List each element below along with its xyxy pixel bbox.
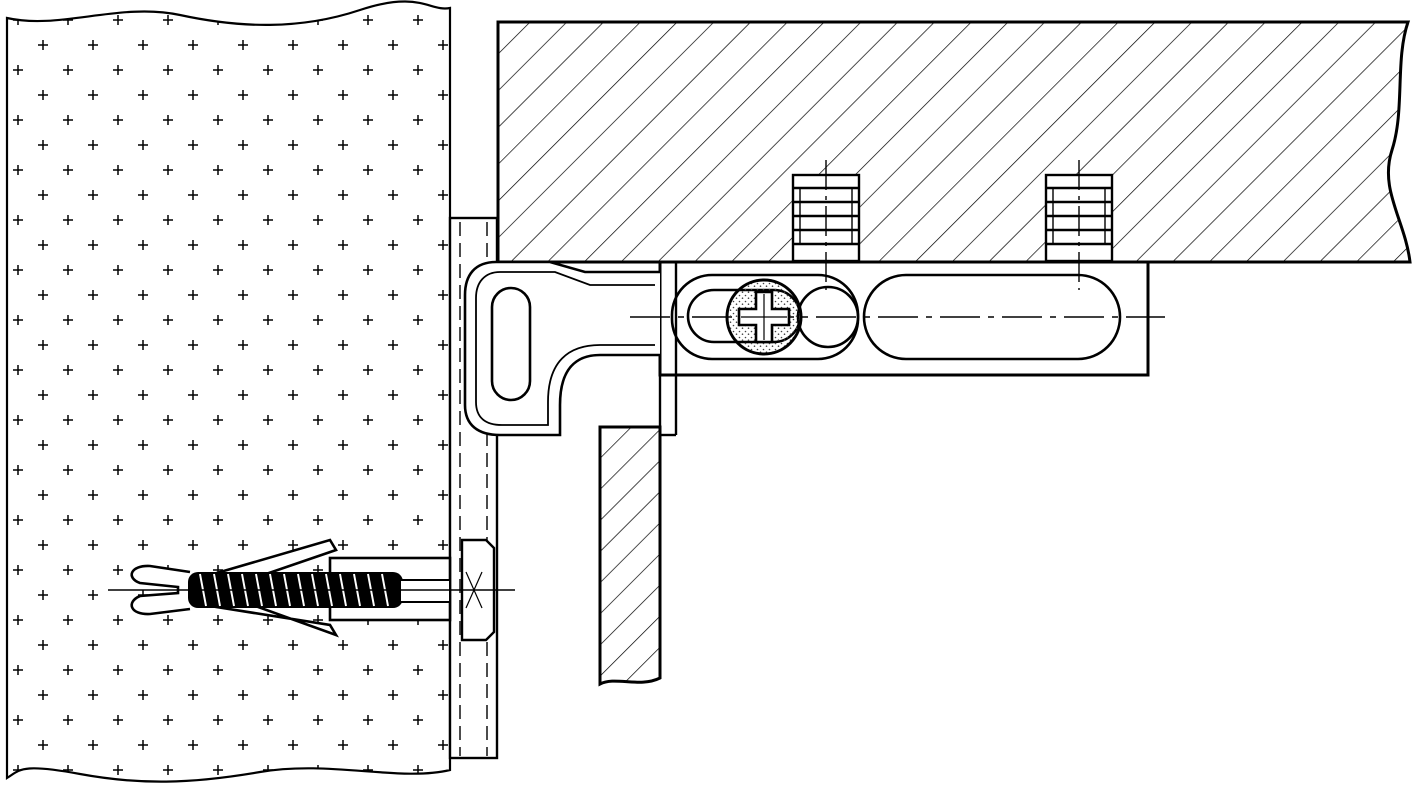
adjustment-screw (725, 278, 803, 356)
hanger-bracket (463, 260, 1165, 437)
wall (5, 0, 452, 783)
cabinet-dowel-rear (1044, 160, 1114, 290)
side-panel (598, 425, 662, 687)
cabinet-dowel-front (791, 160, 861, 290)
wall-screw (108, 538, 515, 642)
cabinet-top-panel (496, 20, 1412, 264)
